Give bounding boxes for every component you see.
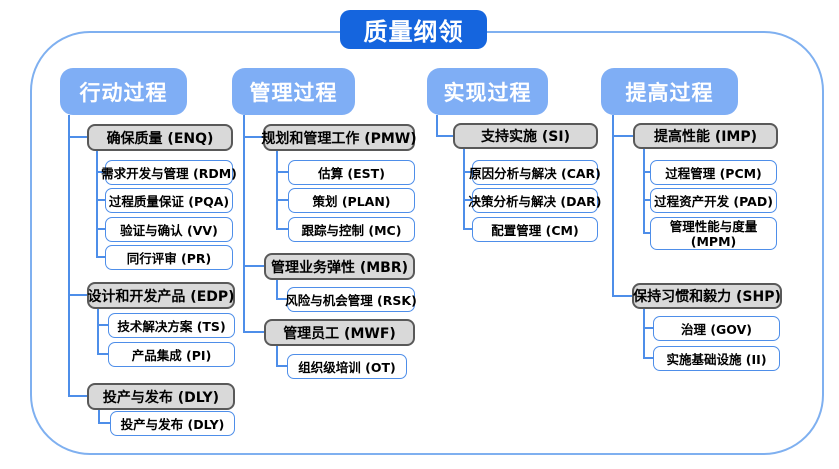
- diagram-title: 质量纲领: [340, 10, 487, 49]
- column-header-management-process: 管理过程: [232, 68, 355, 115]
- node-rdm: 需求开发与管理 (RDM): [101, 160, 237, 185]
- column-header-realization-process: 实现过程: [427, 68, 548, 115]
- connector: [97, 309, 99, 355]
- node-si: 支持实施 (SI): [453, 123, 598, 149]
- node-ii: 实施基础设施 (II): [653, 346, 780, 371]
- node-pqa: 过程质量保证 (PQA): [105, 188, 233, 213]
- node-ot: 组织级培训 (OT): [287, 354, 407, 379]
- connector: [643, 149, 645, 234]
- node-plan: 策划 (PLAN): [288, 188, 415, 213]
- connector: [276, 298, 287, 300]
- connector: [96, 256, 106, 258]
- connector: [243, 331, 264, 333]
- connector: [98, 422, 111, 424]
- connector: [276, 151, 278, 230]
- connector: [643, 232, 650, 234]
- connector: [463, 228, 472, 230]
- node-dly: 投产与发布 (DLY): [110, 411, 235, 436]
- node-pmw: 规划和管理工作 (PMW): [261, 124, 417, 151]
- connector: [96, 228, 106, 230]
- connector: [612, 135, 633, 137]
- connector: [463, 171, 472, 173]
- node-mc: 跟踪与控制 (MC): [288, 217, 415, 242]
- connector: [97, 353, 109, 355]
- connector: [643, 309, 645, 359]
- connector: [243, 136, 264, 138]
- node-cm: 配置管理 (CM): [472, 217, 598, 242]
- node-shp: 保持习惯和毅力 (SHP): [632, 283, 782, 309]
- connector: [612, 295, 632, 297]
- node-dly-group: 投产与发布 (DLY): [87, 383, 235, 410]
- connector: [96, 199, 106, 201]
- node-ts: 技术解决方案 (TS): [108, 313, 235, 338]
- node-imp: 提高性能 (IMP): [633, 123, 778, 149]
- node-dar: 决策分析与解决 (DAR): [469, 188, 601, 213]
- column-header-action-process: 行动过程: [60, 68, 187, 115]
- connector: [68, 294, 88, 296]
- connector: [243, 115, 245, 333]
- connector: [276, 365, 287, 367]
- connector: [463, 199, 472, 201]
- node-pi: 产品集成 (PI): [108, 342, 235, 367]
- node-pcm: 过程管理 (PCM): [650, 160, 777, 185]
- connector: [68, 136, 88, 138]
- connector: [643, 327, 653, 329]
- node-car: 原因分析与解决 (CAR): [469, 160, 601, 185]
- connector: [436, 135, 453, 137]
- connector: [276, 346, 278, 367]
- node-rsk: 风险与机会管理 (RSK): [285, 287, 417, 312]
- node-edp: 设计和开发产品 (EDP): [87, 282, 235, 309]
- connector: [68, 115, 70, 397]
- column-header-improvement-process: 提高过程: [601, 68, 738, 115]
- connector: [96, 171, 106, 173]
- connector: [643, 171, 650, 173]
- connector: [276, 280, 278, 300]
- connector: [276, 171, 288, 173]
- connector: [436, 115, 438, 137]
- node-pad: 过程资产开发 (PAD): [650, 188, 777, 213]
- connector: [276, 228, 288, 230]
- connector: [276, 199, 288, 201]
- node-enq: 确保质量 (ENQ): [87, 124, 233, 151]
- node-vv: 验证与确认 (VV): [105, 217, 233, 242]
- connector: [97, 324, 109, 326]
- connector: [643, 199, 650, 201]
- connector: [463, 149, 465, 230]
- connector: [68, 395, 88, 397]
- connector: [612, 115, 614, 297]
- node-pr: 同行评审 (PR): [105, 245, 233, 270]
- connector: [643, 357, 653, 359]
- node-est: 估算 (EST): [288, 160, 415, 185]
- connector: [96, 151, 98, 258]
- node-mwf: 管理员工 (MWF): [264, 319, 415, 346]
- node-mpm: 管理性能与度量 (MPM): [650, 217, 777, 250]
- node-mbr: 管理业务弹性 (MBR): [264, 253, 415, 280]
- connector: [243, 265, 264, 267]
- connector: [98, 410, 100, 424]
- node-gov: 治理 (GOV): [653, 316, 780, 341]
